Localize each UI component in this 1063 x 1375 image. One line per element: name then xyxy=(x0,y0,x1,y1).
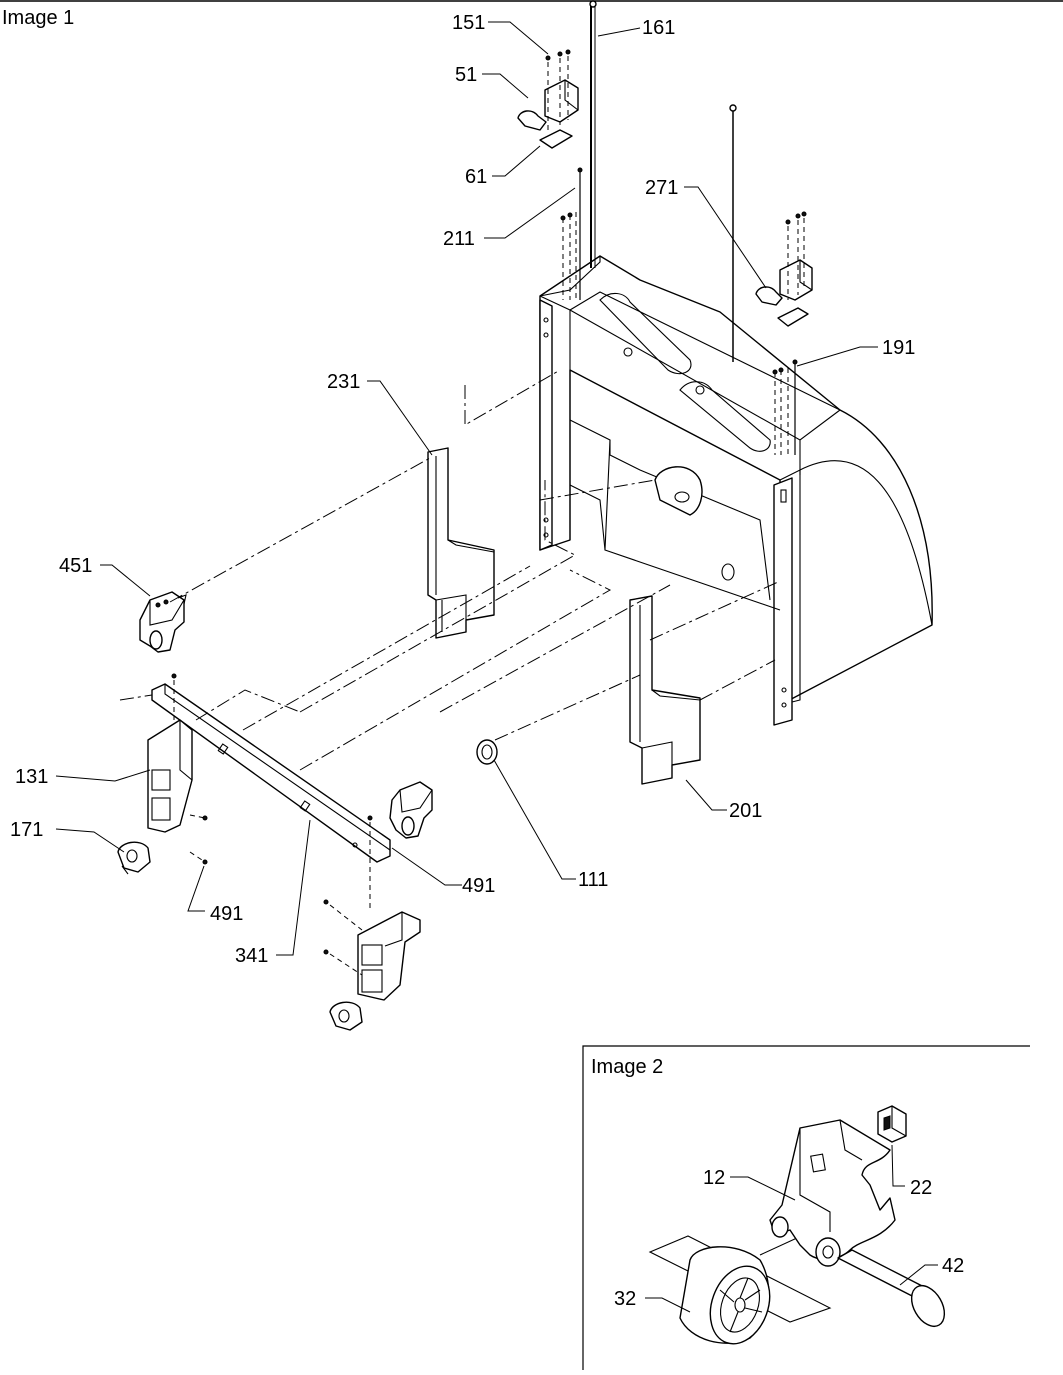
fasteners xyxy=(171,673,373,976)
callout-491-left: 491 xyxy=(210,903,243,925)
callout-131: 131 xyxy=(15,766,48,788)
assembly-lines xyxy=(119,369,779,771)
leader-lines-image2 xyxy=(645,1144,938,1313)
callout-32: 32 xyxy=(614,1288,636,1310)
callout-231: 231 xyxy=(327,371,360,393)
callout-12: 12 xyxy=(703,1167,725,1189)
hinge-271 xyxy=(755,211,813,327)
caster-bracket-12 xyxy=(769,1119,896,1267)
clip-22 xyxy=(877,1105,907,1143)
cabinet-body xyxy=(539,255,933,726)
leader-lines xyxy=(55,21,878,956)
callout-211: 211 xyxy=(443,228,475,250)
hinge-51 xyxy=(517,49,579,149)
grommet-111 xyxy=(476,739,498,765)
callout-161: 161 xyxy=(642,17,675,39)
callouts-image1: 151 161 51 61 211 271 191 231 451 131 17… xyxy=(10,12,915,967)
bracket-131 xyxy=(147,719,193,833)
image2-title: Image 2 xyxy=(591,1056,663,1078)
caster-lower-right xyxy=(329,1001,363,1031)
callout-171: 171 xyxy=(10,819,43,841)
bracket-lower-right xyxy=(357,911,421,1001)
callout-22: 22 xyxy=(910,1177,932,1199)
callout-491-right: 491 xyxy=(462,875,495,897)
rail-341 xyxy=(151,683,391,863)
bracket-231 xyxy=(427,447,495,639)
caster-171 xyxy=(117,841,151,875)
callout-451: 451 xyxy=(59,555,92,577)
callout-151: 151 xyxy=(452,12,485,34)
caster-center xyxy=(389,781,433,839)
callout-201: 201 xyxy=(729,800,762,822)
callout-51: 51 xyxy=(455,64,477,86)
callout-191: 191 xyxy=(882,337,915,359)
image2-panel: Image 2 xyxy=(582,1045,1030,1370)
image1-title: Image 1 xyxy=(2,7,74,29)
callout-271: 271 xyxy=(645,177,678,199)
callout-341: 341 xyxy=(235,945,268,967)
caster-451 xyxy=(139,591,187,653)
axle-42 xyxy=(837,1249,946,1327)
callouts-image2: 12 22 32 42 xyxy=(614,1167,964,1310)
bracket-201 xyxy=(629,595,701,785)
wheel-32 xyxy=(679,1246,771,1345)
callout-111: 111 xyxy=(578,869,608,891)
screws-191 xyxy=(772,359,798,455)
rod-right xyxy=(729,104,737,362)
callout-61: 61 xyxy=(465,166,487,188)
screws-211 xyxy=(560,167,583,300)
callout-42: 42 xyxy=(942,1255,964,1277)
image1-panel: Image 1 xyxy=(0,0,1063,1031)
rod-161 xyxy=(589,0,597,268)
